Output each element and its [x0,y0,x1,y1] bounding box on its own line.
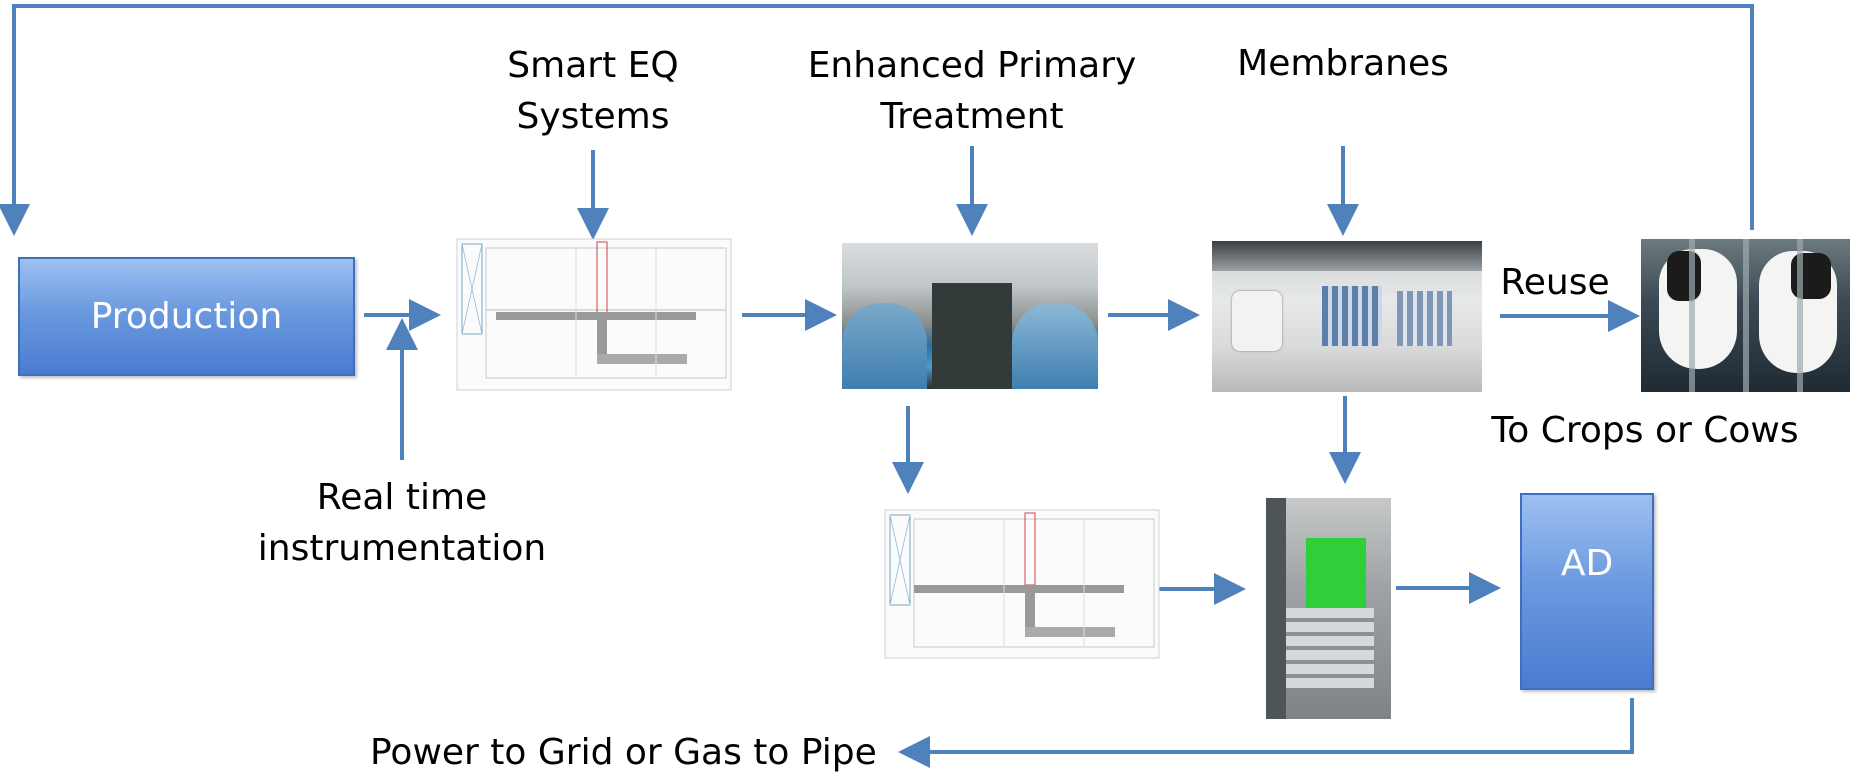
ad-box: AD [1520,493,1654,690]
cows-photo [1641,239,1850,392]
smart-eq-label: Smart EQ Systems [507,45,679,137]
production-label: Production [90,296,283,337]
feedback-loop-arrow [0,4,1754,236]
ad-label: AD [1560,543,1614,584]
membranes-photo [1212,241,1482,392]
reuse-label: Reuse [1500,262,1610,303]
screen-separator-photo [1266,498,1391,719]
primary-treatment-photo [842,243,1098,389]
enhanced-primary-label: Enhanced Primary Treatment [807,45,1137,137]
solids-floor-plan-image [884,509,1160,659]
power-to-grid-label: Power to Grid or Gas to Pipe [370,732,877,773]
real-time-label: Real time instrumentation [257,477,547,569]
ad-to-power-arrow [898,698,1634,768]
production-box: Production [18,257,355,376]
smart-eq-floor-plan-image [456,238,732,391]
membranes-label: Membranes [1237,43,1449,84]
to-crops-label: To Crops or Cows [1491,410,1799,451]
